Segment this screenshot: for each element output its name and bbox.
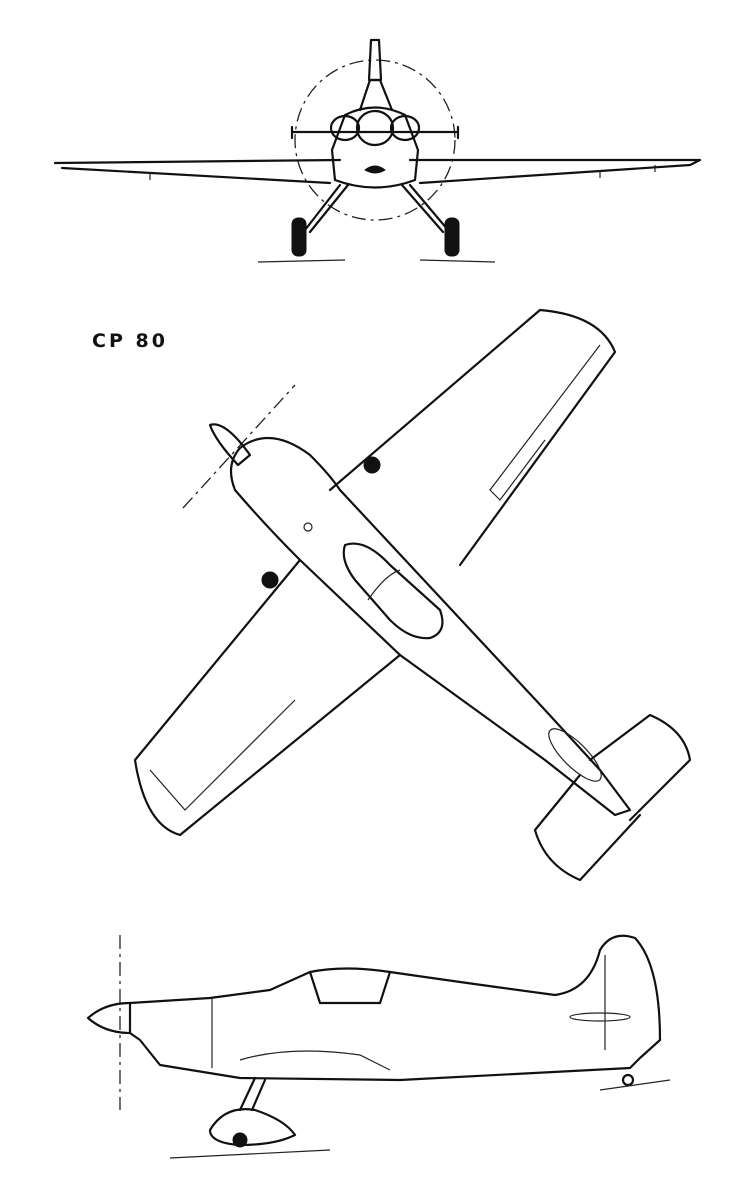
- aircraft-designation-label: CP 80: [92, 330, 168, 352]
- top-fuselage: [229, 436, 632, 817]
- side-spinner: [86, 1001, 132, 1035]
- wheel-left: [291, 217, 307, 257]
- wheel-top-right: [363, 456, 381, 474]
- front-view: [53, 38, 702, 263]
- wheel-fairing: [208, 1108, 297, 1147]
- propeller-arc: [294, 59, 456, 221]
- tailplane-left: [533, 773, 642, 882]
- wheel-right: [444, 217, 460, 257]
- top-wing-left: [133, 558, 402, 837]
- propeller-line: [182, 384, 296, 509]
- air-intake: [364, 165, 386, 174]
- front-fin: [367, 38, 383, 82]
- cylinder-left: [329, 114, 361, 142]
- cylinder-right: [389, 114, 421, 142]
- fuel-cap: [303, 522, 313, 532]
- wing-root: [239, 1050, 391, 1071]
- spinner: [355, 109, 395, 147]
- fin-top: [548, 728, 602, 782]
- side-gear: [238, 1076, 267, 1112]
- top-view: [133, 308, 692, 882]
- top-wing-right: [328, 308, 617, 567]
- main-wheel: [232, 1132, 248, 1148]
- front-fuselage: [330, 106, 420, 189]
- spinner-top: [208, 423, 252, 467]
- gear-left: [303, 183, 350, 234]
- side-canopy: [308, 970, 392, 1005]
- side-fuselage: [128, 934, 662, 1082]
- gear-right: [400, 183, 450, 234]
- front-tailplane: [290, 125, 460, 140]
- side-view: [86, 934, 671, 1159]
- tailplane-side: [569, 1012, 631, 1022]
- front-wing: [53, 158, 702, 185]
- canopy: [342, 542, 444, 640]
- tailplane-right: [588, 713, 692, 822]
- tail-wheel: [621, 1073, 635, 1087]
- front-canopy: [358, 78, 394, 112]
- wheel-top-left: [261, 571, 279, 589]
